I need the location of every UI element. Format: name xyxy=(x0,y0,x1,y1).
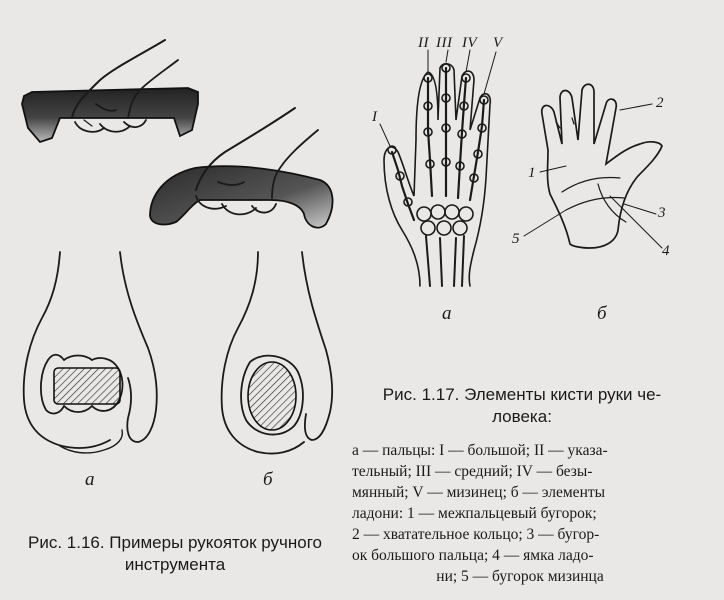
palm-label-3: 3 xyxy=(658,205,666,221)
palm-label-4: 4 xyxy=(662,243,670,259)
hand-skeleton-drawing xyxy=(379,49,497,287)
fig117-label-b: б xyxy=(597,303,607,324)
grip-rect-cross-section xyxy=(22,251,158,454)
fig117-caption-body-line: а — пальцы: I — большой; II — указа- xyxy=(352,442,608,459)
fig116-caption: Рис. 1.16. Примеры рукояток ручного инст… xyxy=(10,532,340,576)
fig117-caption-body-line: 2 — хватательное кольцо; 3 — бугор- xyxy=(352,526,600,543)
palm-elements-drawing xyxy=(523,83,663,249)
finger-label-IV: IV xyxy=(462,35,478,51)
fig117-caption-title: Рис. 1.17. Элементы кисти руки че- ловек… xyxy=(352,384,692,428)
fig117-caption-body-line: ладони: 1 — межпальцевый бугорок; xyxy=(352,505,597,522)
grip-oval-cross-section xyxy=(220,251,333,455)
straight-handle-grip xyxy=(21,39,199,144)
finger-label-V: V xyxy=(493,35,503,51)
fig117-caption-body-line: ни; 5 — бугорок мизинца xyxy=(436,568,604,585)
fig117-caption-body-line: ок большого пальца; 4 — ямка ладо- xyxy=(352,547,594,564)
fig117-caption-title-line2: ловека: xyxy=(492,407,552,426)
finger-label-II: II xyxy=(418,35,429,51)
fig117-caption-body: а — пальцы: I — большой; II — указа- тел… xyxy=(352,440,688,587)
fig117-caption-title-line1: Рис. 1.17. Элементы кисти руки че- xyxy=(382,385,662,404)
fig117-caption-body-line: тельный; III — средний; IV — безы- xyxy=(352,463,593,480)
palm-label-5: 5 xyxy=(512,231,520,247)
fig117-label-a: а xyxy=(442,303,452,324)
finger-label-III: III xyxy=(436,35,453,51)
finger-label-I: I xyxy=(372,109,378,125)
fig116-caption-line2: инструмента xyxy=(124,555,226,574)
fig116-label-a: а xyxy=(85,469,95,490)
curved-handle-grip xyxy=(149,107,334,229)
palm-label-2: 2 xyxy=(656,95,664,111)
palm-label-1: 1 xyxy=(528,165,536,181)
fig117-caption-body-line: мянный; V — мизинец; б — элементы xyxy=(352,484,606,501)
fig116-caption-line1: Рис. 1.16. Примеры рукояток ручного xyxy=(27,533,323,552)
fig116-label-b: б xyxy=(263,469,273,490)
